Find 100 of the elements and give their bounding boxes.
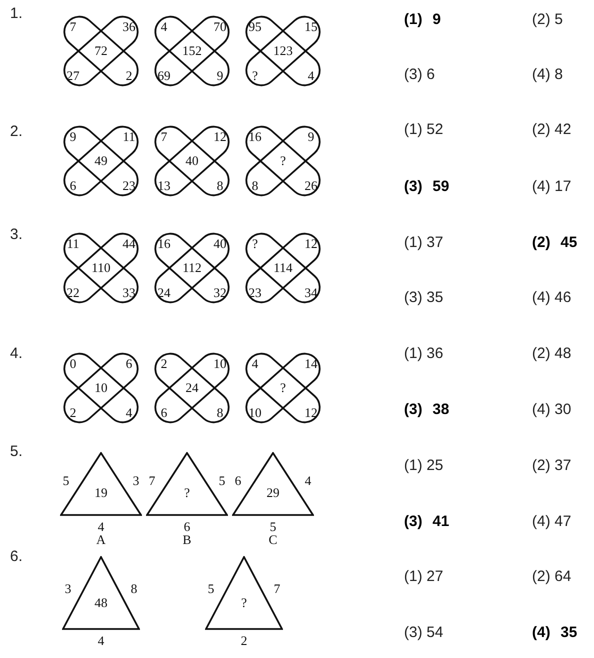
answer-option: (4) 47	[532, 513, 572, 531]
cell-number: 110	[91, 261, 111, 275]
figure-letter: A	[96, 533, 106, 547]
cell-number: 7	[160, 130, 168, 144]
answer-option: (3) 6	[404, 66, 435, 84]
side-number: 8	[130, 582, 138, 596]
cell-number: 8	[252, 179, 258, 193]
cell-number: 6	[160, 406, 168, 420]
cell-number: ?	[280, 381, 286, 395]
cell-number: 34	[304, 286, 318, 300]
cell-number: 16	[248, 130, 262, 144]
answer-option: (2) 45	[532, 234, 578, 252]
cell-number: 95	[248, 20, 262, 34]
cell-number: 9	[216, 69, 224, 83]
triangle-shape	[205, 556, 283, 630]
question-number: 3.	[10, 226, 23, 244]
base-number: 5	[270, 520, 276, 534]
figure-letter: B	[182, 533, 192, 547]
answer-option: (2) 37	[532, 457, 572, 475]
base-number: 4	[98, 634, 104, 648]
cell-number: 11	[122, 130, 136, 144]
base-number: 6	[184, 520, 190, 534]
cell-number: 12	[304, 237, 318, 251]
cell-number: 26	[304, 179, 318, 193]
cell-number: 7	[70, 20, 76, 34]
answer-option: (1) 52	[404, 121, 444, 139]
cell-number: 49	[94, 154, 108, 168]
answer-option: (1) 9	[404, 11, 441, 29]
side-number: 5	[62, 474, 70, 488]
cell-number: 14	[304, 357, 318, 371]
base-number: 2	[240, 634, 248, 648]
question-number: 5.	[10, 443, 23, 461]
cell-number: 69	[158, 69, 170, 83]
cell-number: 123	[273, 44, 293, 58]
side-number: 7	[274, 582, 280, 596]
answer-option: (3) 54	[404, 624, 444, 642]
cell-number: 32	[214, 286, 226, 300]
triangle-shape	[146, 452, 228, 516]
answer-option: (1) 37	[404, 234, 444, 252]
cell-number: 114	[273, 261, 293, 275]
cell-number: 9	[70, 130, 76, 144]
answer-option: (4) 17	[532, 178, 572, 196]
side-number: 3	[64, 582, 72, 596]
answer-option: (3) 35	[404, 289, 444, 307]
answer-option: (1) 36	[404, 345, 444, 363]
cell-number: 6	[70, 179, 76, 193]
base-number: 4	[98, 520, 104, 534]
answer-option: (2) 42	[532, 121, 572, 139]
center-number: ?	[184, 486, 190, 500]
cell-number: 72	[94, 44, 108, 58]
answer-option: (2) 64	[532, 568, 572, 586]
side-number: 5	[218, 474, 226, 488]
triangle-shape	[60, 452, 142, 516]
cell-number: 13	[158, 179, 170, 193]
center-number: ?	[241, 596, 247, 610]
cell-number: 2	[160, 357, 168, 371]
cell-number: 15	[304, 20, 318, 34]
cell-number: 4	[160, 20, 168, 34]
answer-option: (3) 59	[404, 178, 450, 196]
cell-number: 4	[252, 357, 258, 371]
cell-number: 70	[214, 20, 226, 34]
center-number: 48	[94, 596, 108, 610]
cell-number: 40	[214, 237, 226, 251]
triangle-shape	[62, 556, 140, 630]
cell-number: 9	[308, 130, 314, 144]
side-number: 3	[132, 474, 140, 488]
question-number: 1.	[10, 5, 23, 23]
cell-number: 112	[182, 261, 202, 275]
answer-option: (4) 8	[532, 66, 563, 84]
center-number: 19	[94, 486, 108, 500]
side-number: 7	[148, 474, 156, 488]
cell-number: 4	[126, 406, 132, 420]
cell-number: 12	[214, 130, 226, 144]
cell-number: 24	[186, 381, 198, 395]
answer-option: (4) 30	[532, 401, 572, 419]
question-number: 6.	[10, 548, 23, 566]
answer-option: (2) 48	[532, 345, 572, 363]
answer-option: (4) 46	[532, 289, 572, 307]
cell-number: 44	[122, 237, 136, 251]
answer-option: (2) 5	[532, 11, 563, 29]
cell-number: 10	[248, 406, 262, 420]
question-number: 4.	[10, 345, 23, 363]
figure-letter: C	[268, 533, 278, 547]
answer-option: (1) 27	[404, 568, 444, 586]
cell-number: ?	[252, 237, 258, 251]
question-number: 2.	[10, 123, 23, 141]
cell-number: 10	[94, 381, 108, 395]
cell-number: 0	[70, 357, 76, 371]
answer-option: (4) 35	[532, 624, 578, 642]
triangle-shape	[232, 452, 314, 516]
cell-number: 8	[216, 179, 224, 193]
cell-number: 10	[214, 357, 226, 371]
answer-option: (3) 38	[404, 401, 450, 419]
cell-number: 40	[186, 154, 198, 168]
side-number: 4	[304, 474, 312, 488]
side-number: 5	[208, 582, 214, 596]
cell-number: 33	[122, 286, 136, 300]
answer-option: (3) 41	[404, 513, 450, 531]
cell-number: 12	[304, 406, 318, 420]
cell-number: 36	[122, 20, 136, 34]
